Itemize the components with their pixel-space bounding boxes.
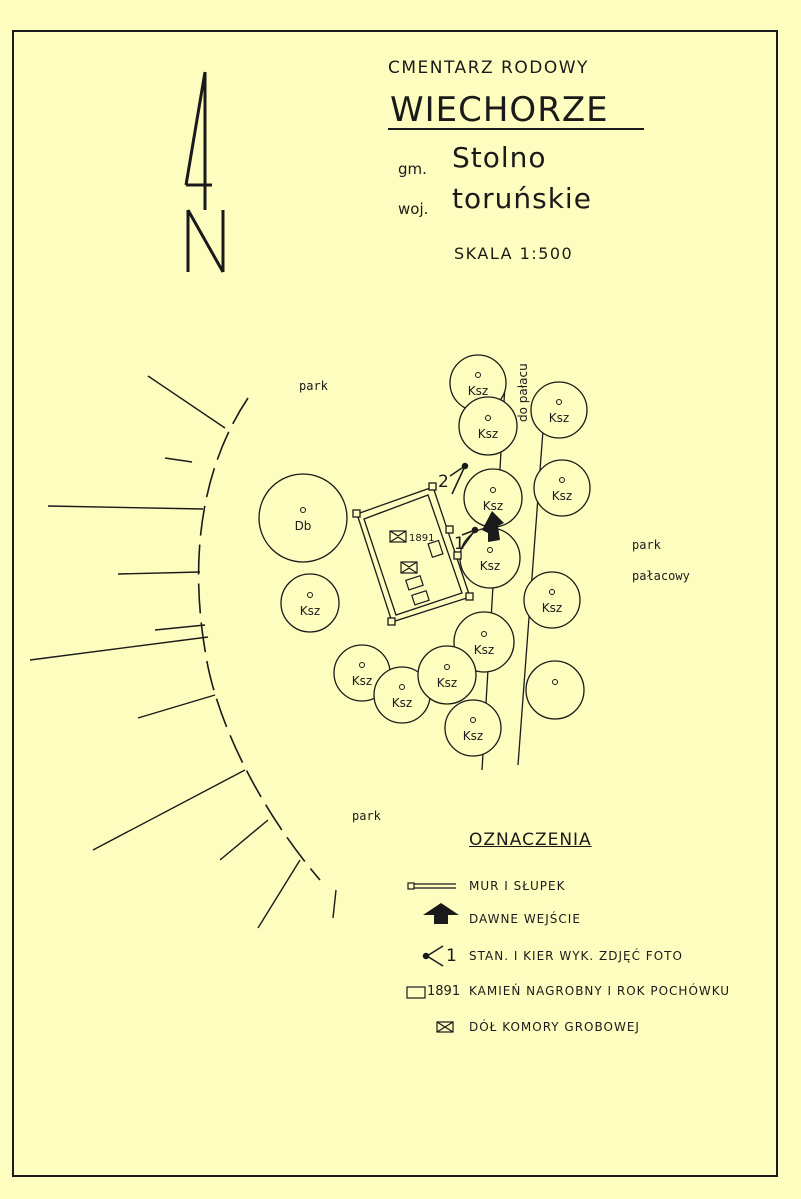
tree-13-label: Ksz: [437, 676, 457, 690]
tree-6: [258, 473, 348, 563]
grave-year-label: 1891: [409, 533, 434, 544]
tree-15: [525, 660, 585, 720]
tree-13: [417, 645, 477, 705]
legend-wall: MUR I SŁUPEK: [469, 879, 566, 893]
tree-10-trunk-icon: [481, 631, 487, 637]
legend-photo-icon: [422, 945, 444, 967]
tree-11-label: Ksz: [352, 674, 372, 688]
legend-wall-icon: [407, 882, 456, 890]
photo-station-1-label: 1: [454, 534, 465, 554]
legend-stone-icon: [406, 986, 426, 999]
tree-9-trunk-icon: [549, 589, 555, 595]
tree-12-label: Ksz: [392, 696, 412, 710]
tree-14-trunk-icon: [470, 717, 476, 723]
legend-stone-symbol: 1891: [427, 984, 461, 999]
tree-3-label: Ksz: [549, 411, 569, 425]
tree-12-trunk-icon: [399, 684, 405, 690]
north-arrow-icon: [184, 71, 225, 273]
road-label: do pałacu: [516, 363, 530, 422]
tree-2: [458, 396, 518, 456]
scale-label: SKALA 1:500: [454, 244, 574, 263]
tree-2-trunk-icon: [485, 415, 491, 421]
photo-station-2-icon: [449, 462, 469, 495]
grave-stones: [400, 539, 444, 606]
park-alleys: [29, 375, 337, 929]
park-label-bottom: park: [352, 809, 381, 823]
map-frame: [12, 30, 778, 1177]
tree-3: [530, 381, 588, 439]
tree-5-trunk-icon: [559, 477, 565, 483]
tree-14: [444, 699, 502, 757]
photo-station-1-icon: [461, 526, 479, 549]
tree-2-label: Ksz: [478, 427, 498, 441]
tree-9: [523, 571, 581, 629]
wall-posts: [352, 482, 474, 626]
tree-6-trunk-icon: [300, 507, 306, 513]
legend-pit: DÓŁ KOMORY GROBOWEJ: [469, 1020, 640, 1034]
park-label-top: park: [299, 379, 328, 393]
tree-9-label: Ksz: [542, 601, 562, 615]
tree-5-label: Ksz: [552, 489, 572, 503]
photo-station-2-label: 2: [438, 472, 449, 492]
legend-entrance-icon: [423, 903, 459, 924]
tree-11-trunk-icon: [359, 662, 365, 668]
tree-10-label: Ksz: [474, 643, 494, 657]
tree-13-trunk-icon: [444, 664, 450, 670]
tree-8-label: Ksz: [480, 559, 500, 573]
tree-7-trunk-icon: [307, 592, 313, 598]
legend-photo: STAN. I KIER WYK. ZDJĘĆ FOTO: [469, 949, 683, 963]
tree-8-trunk-icon: [487, 547, 493, 553]
legend-pit-icon: [436, 1021, 454, 1033]
tree-6-label: Db: [295, 519, 312, 533]
park-boundary: [197, 397, 321, 881]
title-place: WIECHORZE: [390, 90, 609, 130]
title-top: CMENTARZ RODOWY: [388, 58, 589, 78]
tree-7-label: Ksz: [300, 604, 320, 618]
tree-5: [533, 459, 591, 517]
tree-1-label: Ksz: [468, 384, 488, 398]
tree-1-trunk-icon: [475, 372, 481, 378]
legend-entrance: DAWNE WEJŚCIE: [469, 912, 581, 926]
title-underline: [388, 128, 644, 130]
tree-15-trunk-icon: [552, 679, 558, 685]
old-entrance-icon: [482, 511, 504, 542]
tree-4-trunk-icon: [490, 487, 496, 493]
grave-stone-1891: [389, 530, 407, 543]
tree-3-trunk-icon: [556, 399, 562, 405]
tree-7: [280, 573, 340, 633]
trees: KszKszKszKszKszDbKszKszKszKszKszKszKszKs…: [258, 354, 591, 757]
park-label-right: park: [632, 538, 661, 552]
gm-label: gm.: [398, 160, 427, 178]
legend-title: OZNACZENIA: [469, 830, 592, 850]
tree-4-label: Ksz: [483, 499, 503, 513]
legend-stone: KAMIEŃ NAGROBNY I ROK POCHÓWKU: [469, 984, 731, 998]
tree-14-label: Ksz: [463, 729, 483, 743]
woj-label: woj.: [398, 200, 429, 218]
park-label-right-2: pałacowy: [632, 569, 690, 583]
legend-photo-symbol: 1: [446, 946, 457, 966]
gm-value: Stolno: [452, 141, 547, 174]
woj-value: toruńskie: [452, 182, 592, 215]
